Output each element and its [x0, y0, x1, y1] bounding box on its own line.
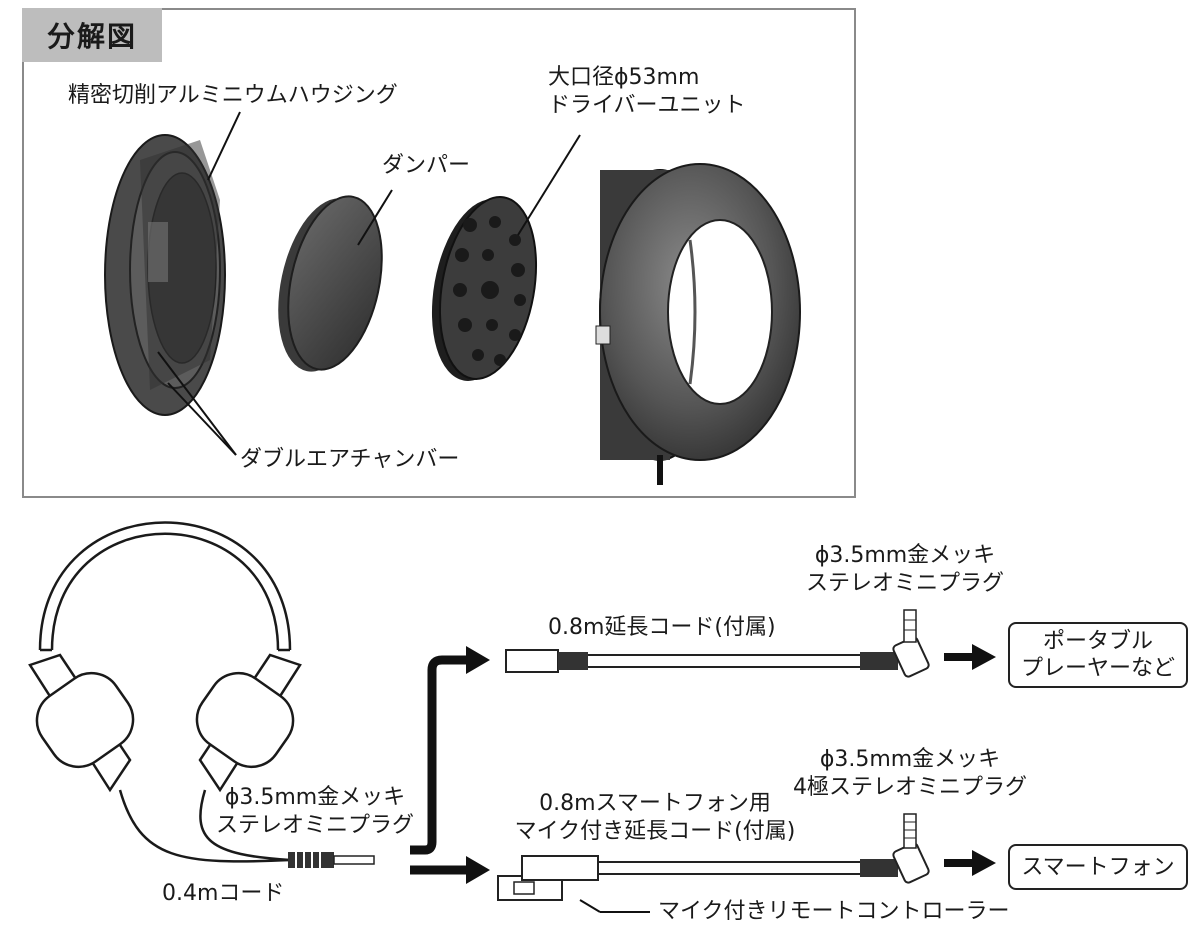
driver-label-line1: 大口径ϕ53mm [548, 65, 700, 90]
phone-plug-label-line1: ϕ3.5mm金メッキ [819, 747, 1001, 772]
main-plug-label-line2: ステレオミニプラグ [215, 813, 414, 838]
driver-unit [431, 196, 538, 381]
smartphone-box: スマートフォン [1008, 844, 1188, 890]
chamber-label: ダブルエアチャンバー [240, 447, 460, 472]
main-plug [288, 852, 375, 868]
driver-label-line2: ドライバーユニット [548, 93, 746, 118]
housing-label: 精密切削アルミニウムハウジング [68, 83, 398, 108]
damper-label: ダンパー [382, 153, 471, 178]
phone-cord-label-line2: マイク付き延長コード(付属) [514, 819, 796, 844]
main-plug-label-line1: ϕ3.5mm金メッキ [224, 785, 406, 810]
branch-arrows [410, 646, 490, 884]
remote-label: マイク付きリモートコントローラー [658, 899, 1010, 924]
portable-player-box: ポータブル プレーヤーなど [1008, 622, 1188, 688]
ext-cord-label: 0.8m延長コード(付属) [548, 615, 776, 640]
ear-pad [595, 163, 801, 485]
device-arrows [944, 644, 996, 876]
ext-plug-label-line2: ステレオミニプラグ [805, 571, 1004, 596]
ext-plug-label-line1: ϕ3.5mm金メッキ [814, 543, 996, 568]
phone-plug-label-line2: 4極ステレオミニプラグ [793, 775, 1027, 800]
aluminium-housing [104, 134, 226, 416]
damper-disk [278, 195, 383, 372]
main-cord-label: 0.4mコード [162, 881, 285, 906]
phone-cord-label-line1: 0.8mスマートフォン用 [539, 791, 771, 816]
smartphone-cord [497, 813, 930, 913]
headphones-illustration [28, 521, 302, 863]
portable-line1: ポータブル [1042, 629, 1153, 654]
portable-line2: プレーヤーなど [1020, 656, 1175, 681]
extension-cord [505, 609, 930, 678]
smartphone-label: スマートフォン [1021, 854, 1175, 880]
leader-lines [157, 111, 581, 456]
panel-title: 分解図 [22, 8, 162, 62]
